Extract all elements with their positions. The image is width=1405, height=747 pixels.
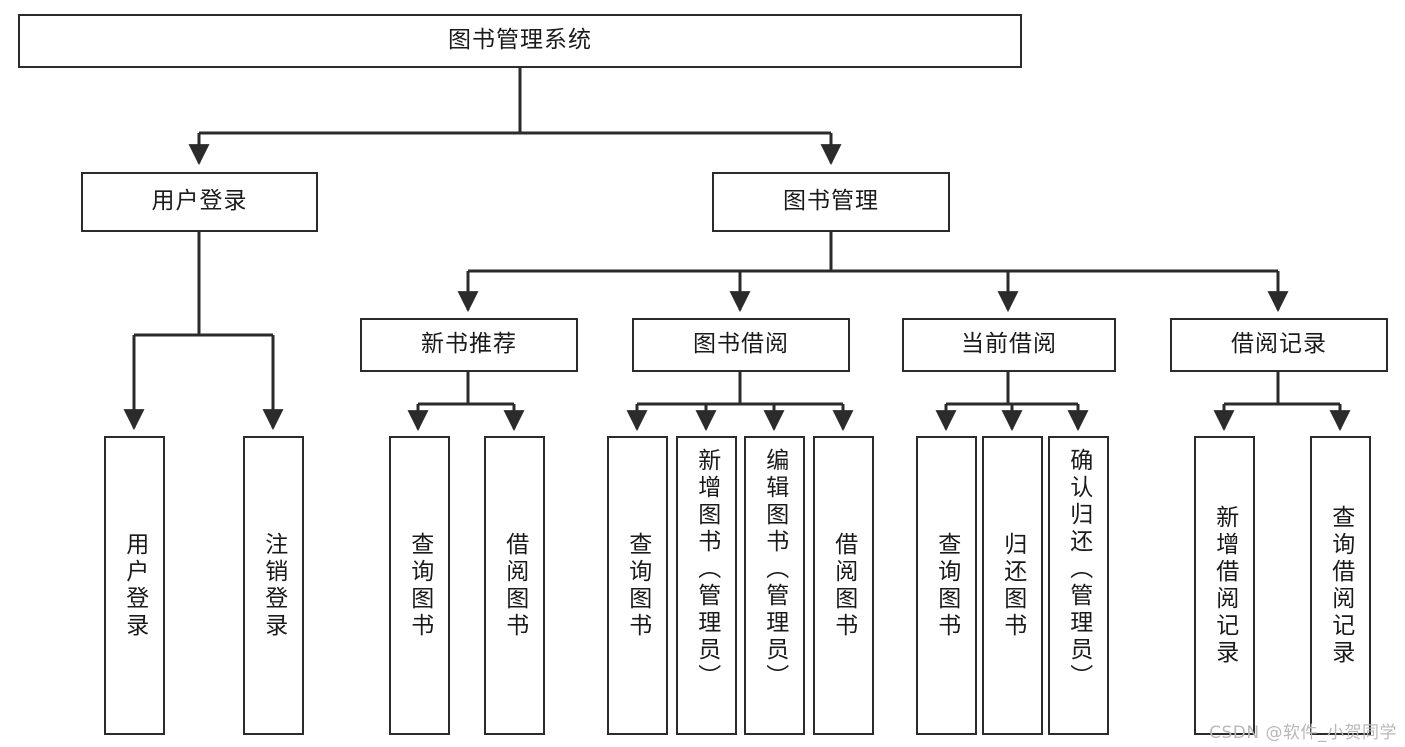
node-root[interactable]: 图书管理系统 — [18, 14, 1022, 68]
node-book-management[interactable]: 图书管理 — [712, 172, 950, 232]
leaf-borrow-add-book-admin[interactable]: 新增图书（管理员） — [676, 436, 737, 735]
leaf-borrow-query-book[interactable]: 查询图书 — [607, 436, 668, 735]
node-book-borrow-label: 图书借阅 — [693, 331, 789, 358]
node-user-login-label: 用户登录 — [151, 188, 248, 215]
leaf-user-login-signout[interactable]: 注销登录 — [243, 436, 304, 735]
node-root-label: 图书管理系统 — [448, 27, 592, 54]
watermark: CSDN @软件_小贺同学 — [1209, 723, 1397, 743]
leaf-label: 归还图书 — [999, 531, 1026, 640]
leaf-label: 确认归还（管理员） — [1065, 448, 1092, 691]
node-book-borrow[interactable]: 图书借阅 — [632, 318, 850, 372]
leaf-label: 借阅图书 — [501, 531, 528, 640]
leaf-borrow-edit-book-admin[interactable]: 编辑图书（管理员） — [744, 436, 805, 735]
leaf-label: 查询图书 — [624, 531, 651, 640]
node-borrow-record[interactable]: 借阅记录 — [1170, 318, 1388, 372]
leaf-current-query-book[interactable]: 查询图书 — [916, 436, 977, 735]
node-new-book-recommend[interactable]: 新书推荐 — [360, 318, 578, 372]
leaf-label: 查询图书 — [406, 531, 433, 640]
node-borrow-record-label: 借阅记录 — [1231, 331, 1327, 358]
leaf-new-book-query[interactable]: 查询图书 — [389, 436, 450, 735]
leaf-record-query[interactable]: 查询借阅记录 — [1310, 436, 1371, 735]
node-book-management-label: 图书管理 — [783, 188, 879, 215]
node-current-borrow[interactable]: 当前借阅 — [902, 318, 1116, 372]
node-user-login[interactable]: 用户登录 — [81, 172, 318, 232]
leaf-label: 查询借阅记录 — [1327, 504, 1354, 667]
leaf-label: 用户登录 — [121, 531, 148, 640]
leaf-borrow-borrow-book[interactable]: 借阅图书 — [813, 436, 874, 735]
leaf-current-return-book[interactable]: 归还图书 — [982, 436, 1043, 735]
leaf-new-book-borrow[interactable]: 借阅图书 — [484, 436, 545, 735]
leaf-label: 新增图书（管理员） — [693, 448, 720, 691]
leaf-label: 借阅图书 — [830, 531, 857, 640]
leaf-record-add[interactable]: 新增借阅记录 — [1194, 436, 1255, 735]
node-current-borrow-label: 当前借阅 — [961, 331, 1057, 358]
node-new-book-recommend-label: 新书推荐 — [421, 331, 517, 358]
leaf-current-confirm-return-admin[interactable]: 确认归还（管理员） — [1048, 436, 1109, 735]
leaf-label: 新增借阅记录 — [1211, 504, 1238, 667]
leaf-label: 编辑图书（管理员） — [761, 448, 788, 691]
leaf-label: 查询图书 — [933, 531, 960, 640]
leaf-label: 注销登录 — [260, 531, 287, 640]
leaf-user-login-signin[interactable]: 用户登录 — [104, 436, 165, 735]
